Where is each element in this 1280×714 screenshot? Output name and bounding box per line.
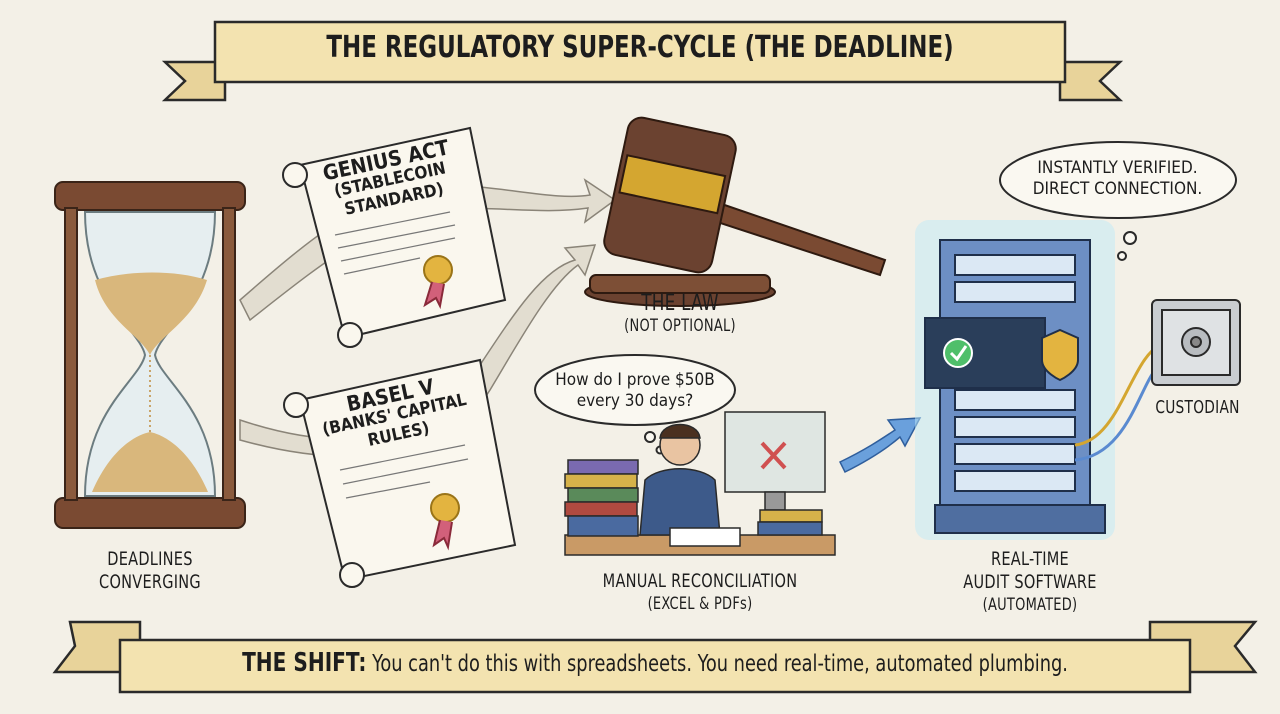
thought-line: INSTANTLY VERIFIED. [1037,158,1198,178]
thought-line: How do I prove $50B [555,370,715,390]
manual-thought-text: How do I prove $50B every 30 days? [540,370,730,412]
server-icon [915,220,1115,540]
computer-monitor-icon [724,411,826,511]
scroll-genius-act [282,126,507,348]
title-banner [161,20,1124,102]
footer-banner [52,620,1258,694]
label-line: (NOT OPTIONAL) [624,316,736,336]
manual-reconciliation-scene [564,411,836,556]
custodian-safe-icon [1074,299,1241,462]
scroll-basel-v [283,358,517,588]
papers-icon [669,527,741,547]
label-line: REAL-TIME [991,548,1069,570]
label-line: (AUTOMATED) [982,595,1078,615]
label-line: (EXCEL & PDFs) [647,594,753,614]
label-line: THE LAW [641,291,719,316]
thought-line: DIRECT CONNECTION. [1032,179,1203,199]
page-title: THE REGULATORY SUPER-CYCLE (THE DEADLINE… [326,30,954,65]
label-line: AUDIT SOFTWARE [963,571,1097,593]
label-line: MANUAL RECONCILIATION [602,570,798,592]
law-label: THE LAW (NOT OPTIONAL) [604,292,757,338]
software-thought-text: INSTANTLY VERIFIED. DIRECT CONNECTION. [1010,158,1225,200]
binders-icon [564,459,639,537]
label-line: CONVERGING [99,571,201,593]
thought-line: every 30 days? [576,391,694,411]
footer-lead: THE SHIFT: [242,648,367,678]
hourglass-label: DEADLINES CONVERGING [74,548,227,594]
footer-message: THE SHIFT: You can't do this with spread… [204,648,1107,678]
gavel-icon [584,116,887,307]
hourglass-icon [54,181,246,529]
software-label: REAL-TIME AUDIT SOFTWARE (AUTOMATED) [937,548,1124,617]
custodian-label: CUSTODIAN [1155,397,1240,418]
footer-text: You can't do this with spreadsheets. You… [372,651,1068,677]
label-line: DEADLINES [107,548,193,570]
stressed-man-icon [639,423,721,536]
thought-bubble-software [999,141,1237,261]
manual-label: MANUAL RECONCILIATION (EXCEL & PDFs) [581,570,819,616]
blue-arrow-icon [838,417,922,474]
